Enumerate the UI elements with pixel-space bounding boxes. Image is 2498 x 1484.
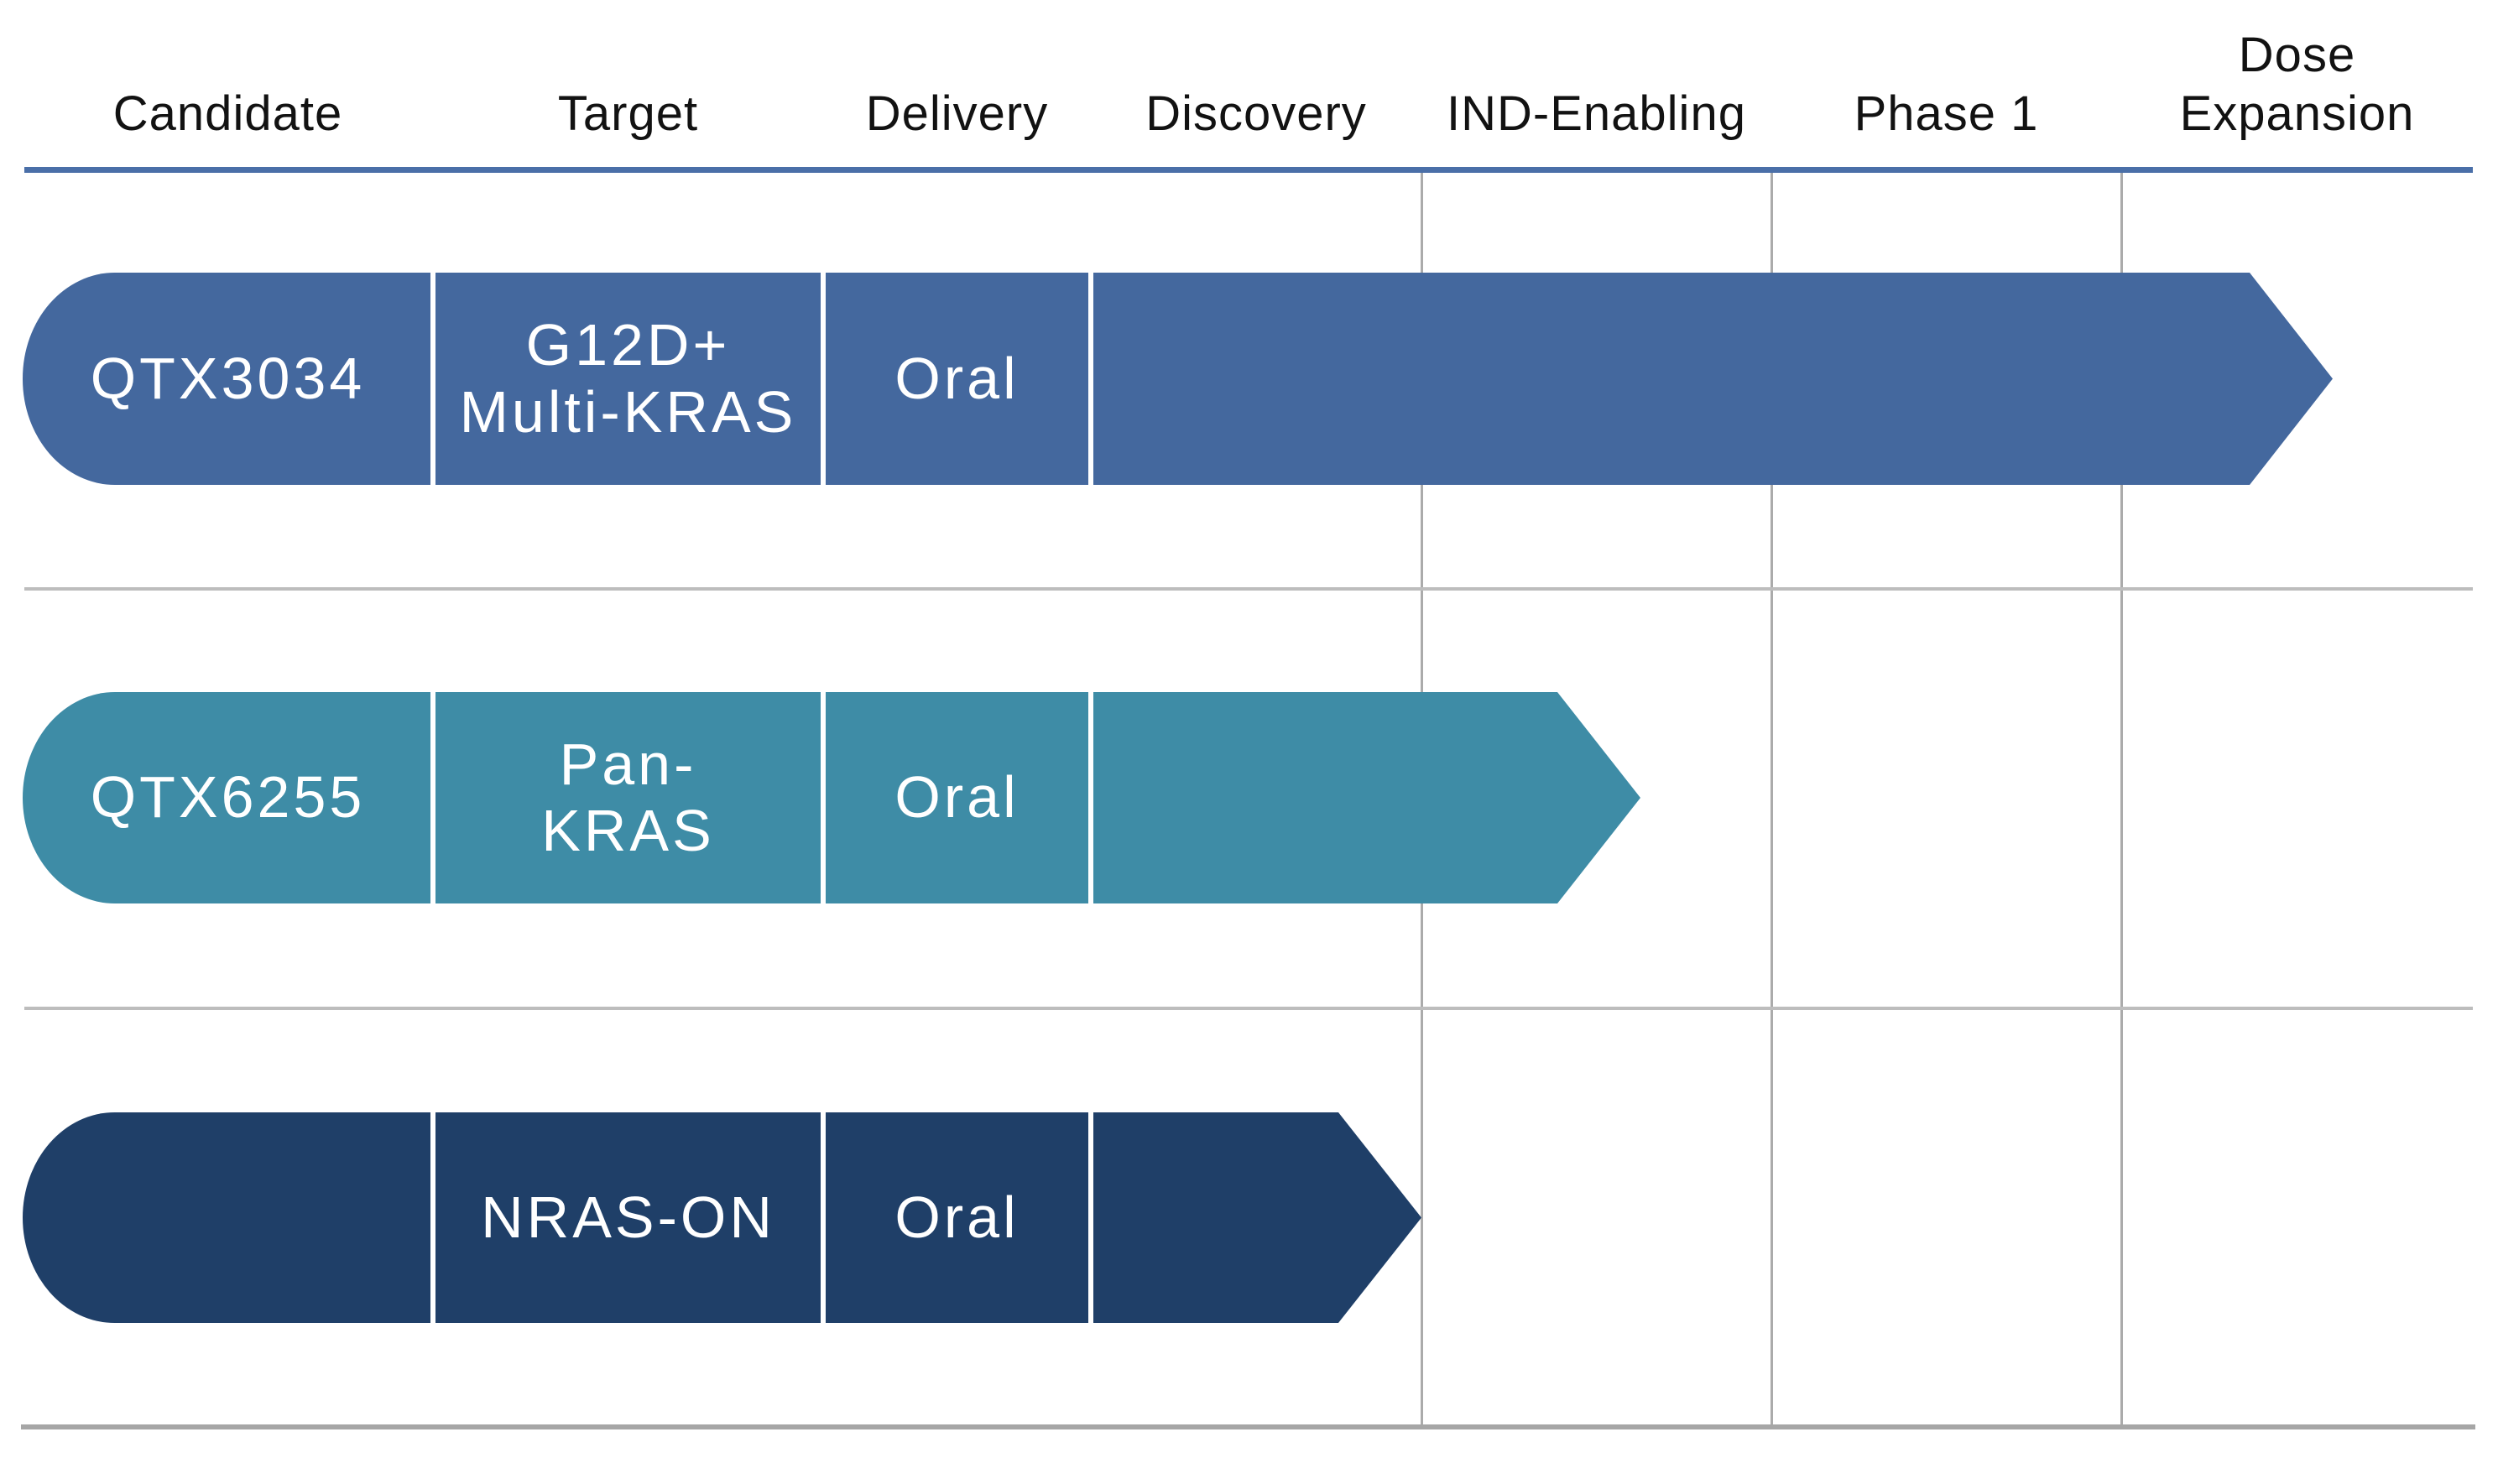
column-header-label: Expansion xyxy=(2179,86,2415,142)
column-header-label: Phase 1 xyxy=(1854,86,2039,142)
delivery-label: Oral xyxy=(894,764,1020,831)
pipeline-bar-body: QTX3034 G12D+ Multi-KRAS Oral xyxy=(23,273,2250,485)
target-label-line: Multi-KRAS xyxy=(459,378,797,445)
cell-divider xyxy=(1088,273,1093,485)
cell-divider xyxy=(1088,1112,1093,1323)
cell-divider xyxy=(430,692,435,903)
gridline-ind-phase1-boundary xyxy=(1771,173,1773,1428)
column-header-label: Candidate xyxy=(112,86,343,142)
candidate-cell: QTX3034 xyxy=(23,273,433,485)
column-header-candidate: Candidate xyxy=(23,0,433,156)
column-header-label: Discovery xyxy=(1145,86,1367,142)
cell-divider xyxy=(430,1112,435,1323)
cell-divider xyxy=(1088,692,1093,903)
delivery-label: Oral xyxy=(894,345,1020,411)
column-header-phase-1: Phase 1 xyxy=(1771,0,2121,156)
delivery-cell: Oral xyxy=(823,692,1091,903)
target-cell: NRAS-ON xyxy=(433,1112,823,1323)
column-header-ind-enabling: IND-Enabling xyxy=(1421,0,1771,156)
target-label-line: NRAS-ON xyxy=(481,1184,775,1250)
candidate-label: QTX3034 xyxy=(90,345,366,411)
cell-divider xyxy=(430,273,435,485)
bottom-border xyxy=(21,1424,2475,1429)
delivery-cell: Oral xyxy=(823,1112,1091,1323)
column-header-label: IND-Enabling xyxy=(1447,86,1746,142)
candidate-cell xyxy=(23,1112,433,1323)
column-header-discovery: Discovery xyxy=(1091,0,1421,156)
cell-divider xyxy=(821,692,826,903)
column-header-delivery: Delivery xyxy=(823,0,1091,156)
column-header-label: Target xyxy=(557,86,699,142)
column-header-target: Target xyxy=(433,0,823,156)
target-cell: Pan- KRAS xyxy=(433,692,823,903)
pipeline-bar-body: QTX6255 Pan- KRAS Oral xyxy=(23,692,1557,903)
target-label-line: KRAS xyxy=(541,798,715,863)
candidate-cell: QTX6255 xyxy=(23,692,433,903)
row-separator-1 xyxy=(24,587,2473,591)
delivery-label: Oral xyxy=(894,1184,1020,1250)
target-cell: G12D+ Multi-KRAS xyxy=(433,273,823,485)
arrow-head xyxy=(1338,1112,1421,1323)
pipeline-row-qtx3034: QTX3034 G12D+ Multi-KRAS Oral xyxy=(23,273,2333,485)
row-separator-2 xyxy=(24,1007,2473,1010)
target-label-line: G12D+ xyxy=(525,312,731,378)
gridline-phase1-dose-boundary xyxy=(2120,173,2123,1428)
pipeline-bar-body: NRAS-ON Oral xyxy=(23,1112,1338,1323)
cell-divider xyxy=(821,273,826,485)
column-header-label: Dose xyxy=(2238,27,2356,82)
arrow-head xyxy=(1557,692,1640,903)
target-label-line: Pan- xyxy=(559,731,697,797)
column-header-dose-expansion: Dose Expansion xyxy=(2121,0,2473,156)
column-header-label: Delivery xyxy=(865,86,1049,142)
candidate-label: QTX6255 xyxy=(90,764,366,831)
header-underline xyxy=(24,167,2473,173)
cell-divider xyxy=(821,1112,826,1323)
pipeline-row-nras-on: NRAS-ON Oral xyxy=(23,1112,1421,1323)
pipeline-row-qtx6255: QTX6255 Pan- KRAS Oral xyxy=(23,692,1640,903)
arrow-head xyxy=(2250,273,2333,485)
delivery-cell: Oral xyxy=(823,273,1091,485)
